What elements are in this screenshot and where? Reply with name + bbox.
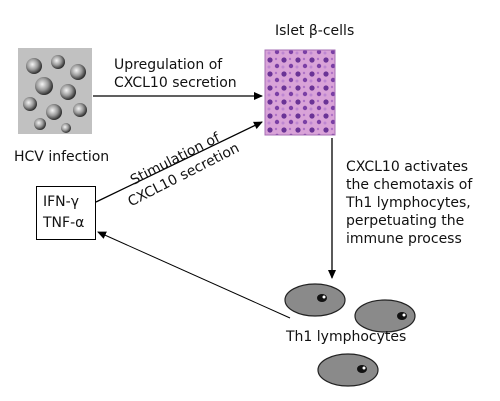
th1-lymphocytes-label: Th1 lymphocytes <box>286 329 407 345</box>
chemotaxis-label-line4: perpetuating the <box>346 213 465 229</box>
hcv-micrograph-image <box>18 48 92 134</box>
cytokines-box: IFN-γ TNF-α <box>36 186 96 240</box>
th1-cell <box>354 299 416 333</box>
upregulation-label-line2: CXCL10 secretion <box>114 75 237 91</box>
th1-cell <box>284 283 346 317</box>
hcv-infection-label: HCV infection <box>14 149 110 165</box>
chemotaxis-label-line5: immune process <box>346 231 462 247</box>
tnf-alpha-label: TNF-α <box>43 215 85 231</box>
arrow-cytokines-to-islet <box>95 121 263 203</box>
chemotaxis-label-line2: the chemotaxis of <box>346 177 473 193</box>
stimulation-label: Stimulation of CXCL10 secretion <box>125 129 242 210</box>
chemotaxis-label-line3: Th1 lymphocytes, <box>346 195 471 211</box>
chemotaxis-label-line1: CXCL10 activates <box>346 159 469 175</box>
ifn-gamma-label: IFN-γ <box>43 194 79 210</box>
islet-beta-cells-label: Islet β-cells <box>275 23 355 39</box>
upregulation-label-line1: Upregulation of <box>114 57 223 73</box>
islet-histology-image <box>264 49 336 136</box>
th1-cell <box>317 353 379 387</box>
arrow-th1-to-cytokines <box>97 231 291 319</box>
